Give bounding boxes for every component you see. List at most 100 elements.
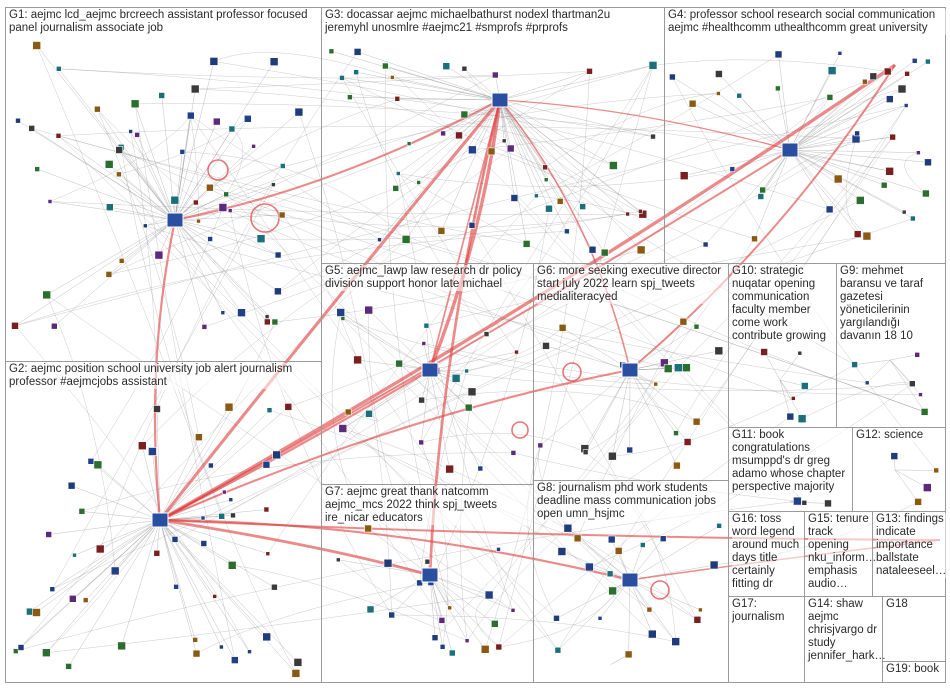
graph-edge (159, 519, 215, 597)
graph-node (207, 236, 213, 242)
graph-edge (629, 369, 677, 434)
graph-node (797, 350, 803, 356)
graph-node (736, 92, 743, 99)
graph-node (271, 182, 276, 187)
graph-node (158, 92, 165, 99)
graph-edge (85, 519, 161, 601)
graph-edge (52, 200, 861, 590)
group-label-g10: G10: strategic nuqatar opening communica… (732, 265, 836, 343)
graph-node (491, 71, 499, 79)
graph-edge (130, 131, 176, 221)
graph-node (438, 617, 446, 624)
graph-node (424, 558, 431, 565)
group-label-g12: G12: science (856, 429, 944, 442)
graph-node (608, 586, 617, 596)
graph-edge (557, 579, 631, 651)
graph-node (911, 57, 918, 64)
graph-node (625, 211, 630, 217)
graph-node (586, 68, 593, 75)
graph-edge (421, 369, 431, 443)
graph-node (421, 341, 427, 346)
graph-edge (789, 149, 890, 172)
group-label-g3: G3: docassar aejmc michaelbathurst nodex… (325, 9, 655, 35)
graph-node (506, 144, 515, 153)
graph-node (910, 215, 916, 222)
graph-edge (429, 351, 517, 371)
graph-node (757, 193, 765, 200)
graph-edge (159, 519, 222, 648)
graph-edge (81, 452, 514, 512)
graph-node (800, 382, 809, 390)
graph-edge (49, 201, 643, 215)
graph-node (683, 438, 692, 446)
graph-edge (14, 219, 176, 327)
graph-edge (159, 519, 196, 640)
graph-node (230, 512, 236, 519)
graph-edge (801, 382, 913, 419)
group-box-g1: G1: aejmc lcd_aejmc brcreech assistant p… (5, 7, 322, 362)
group-box-g6: G6: more seeking executive director star… (533, 263, 729, 481)
graph-edge (118, 118, 248, 175)
graph-node (638, 209, 643, 214)
highlighted-edge (174, 99, 501, 222)
graph-node (200, 515, 206, 521)
graph-node (693, 615, 702, 624)
graph-node (95, 544, 105, 554)
group-label-g11: G11: book congratulations msumppd's dr g… (732, 429, 852, 494)
graph-edge (190, 115, 199, 222)
graph-edge (499, 99, 561, 202)
graph-edge (46, 219, 176, 296)
graph-node (702, 241, 709, 248)
graph-edge (159, 519, 299, 663)
graph-node (72, 552, 77, 558)
graph-edge (232, 565, 468, 641)
graph-edge (779, 353, 800, 381)
graph-node (395, 171, 401, 176)
graph-edge (198, 74, 496, 222)
graph-node (638, 209, 648, 219)
graph-edge (557, 136, 893, 651)
graph-edge (338, 559, 442, 621)
highlighted-edge (158, 99, 502, 521)
graph-node (353, 69, 359, 75)
graph-edge (584, 369, 631, 449)
graph-edge (652, 59, 888, 72)
graph-node (626, 446, 634, 454)
graph-edge (114, 519, 161, 572)
graph-edge (867, 359, 891, 383)
graph-edge (145, 65, 654, 227)
graph-node (231, 656, 239, 664)
graph-node (416, 180, 421, 185)
graph-edge (472, 97, 830, 151)
graph-edge (398, 99, 501, 174)
graph-edge (585, 369, 631, 453)
graph-node (716, 91, 721, 96)
graph-edge (108, 219, 176, 275)
graph-edge (398, 168, 733, 187)
graph-node (431, 634, 439, 642)
graph-node (171, 536, 179, 543)
graph-node (537, 442, 544, 449)
graph-edge (341, 77, 501, 101)
graph-edge (355, 72, 487, 335)
graph-edge (14, 105, 907, 327)
graph-edge (789, 149, 861, 201)
graph-node (206, 183, 214, 192)
graph-node (192, 649, 201, 658)
graph-edge (267, 195, 537, 554)
graph-edge (58, 68, 496, 79)
graph-node (461, 65, 468, 72)
graph-node (924, 158, 932, 167)
graph-edge (429, 574, 453, 654)
graph-edge (540, 369, 631, 446)
graph-node (679, 317, 688, 326)
graph-node (853, 230, 862, 238)
graph-edge (46, 294, 116, 571)
graph-edge (58, 135, 925, 413)
graph-node (833, 174, 843, 184)
highlighted-edge (159, 518, 431, 577)
graph-edge (48, 519, 161, 535)
graph-node (553, 614, 560, 622)
graph-edge (629, 579, 653, 635)
graph-edge (121, 219, 176, 262)
